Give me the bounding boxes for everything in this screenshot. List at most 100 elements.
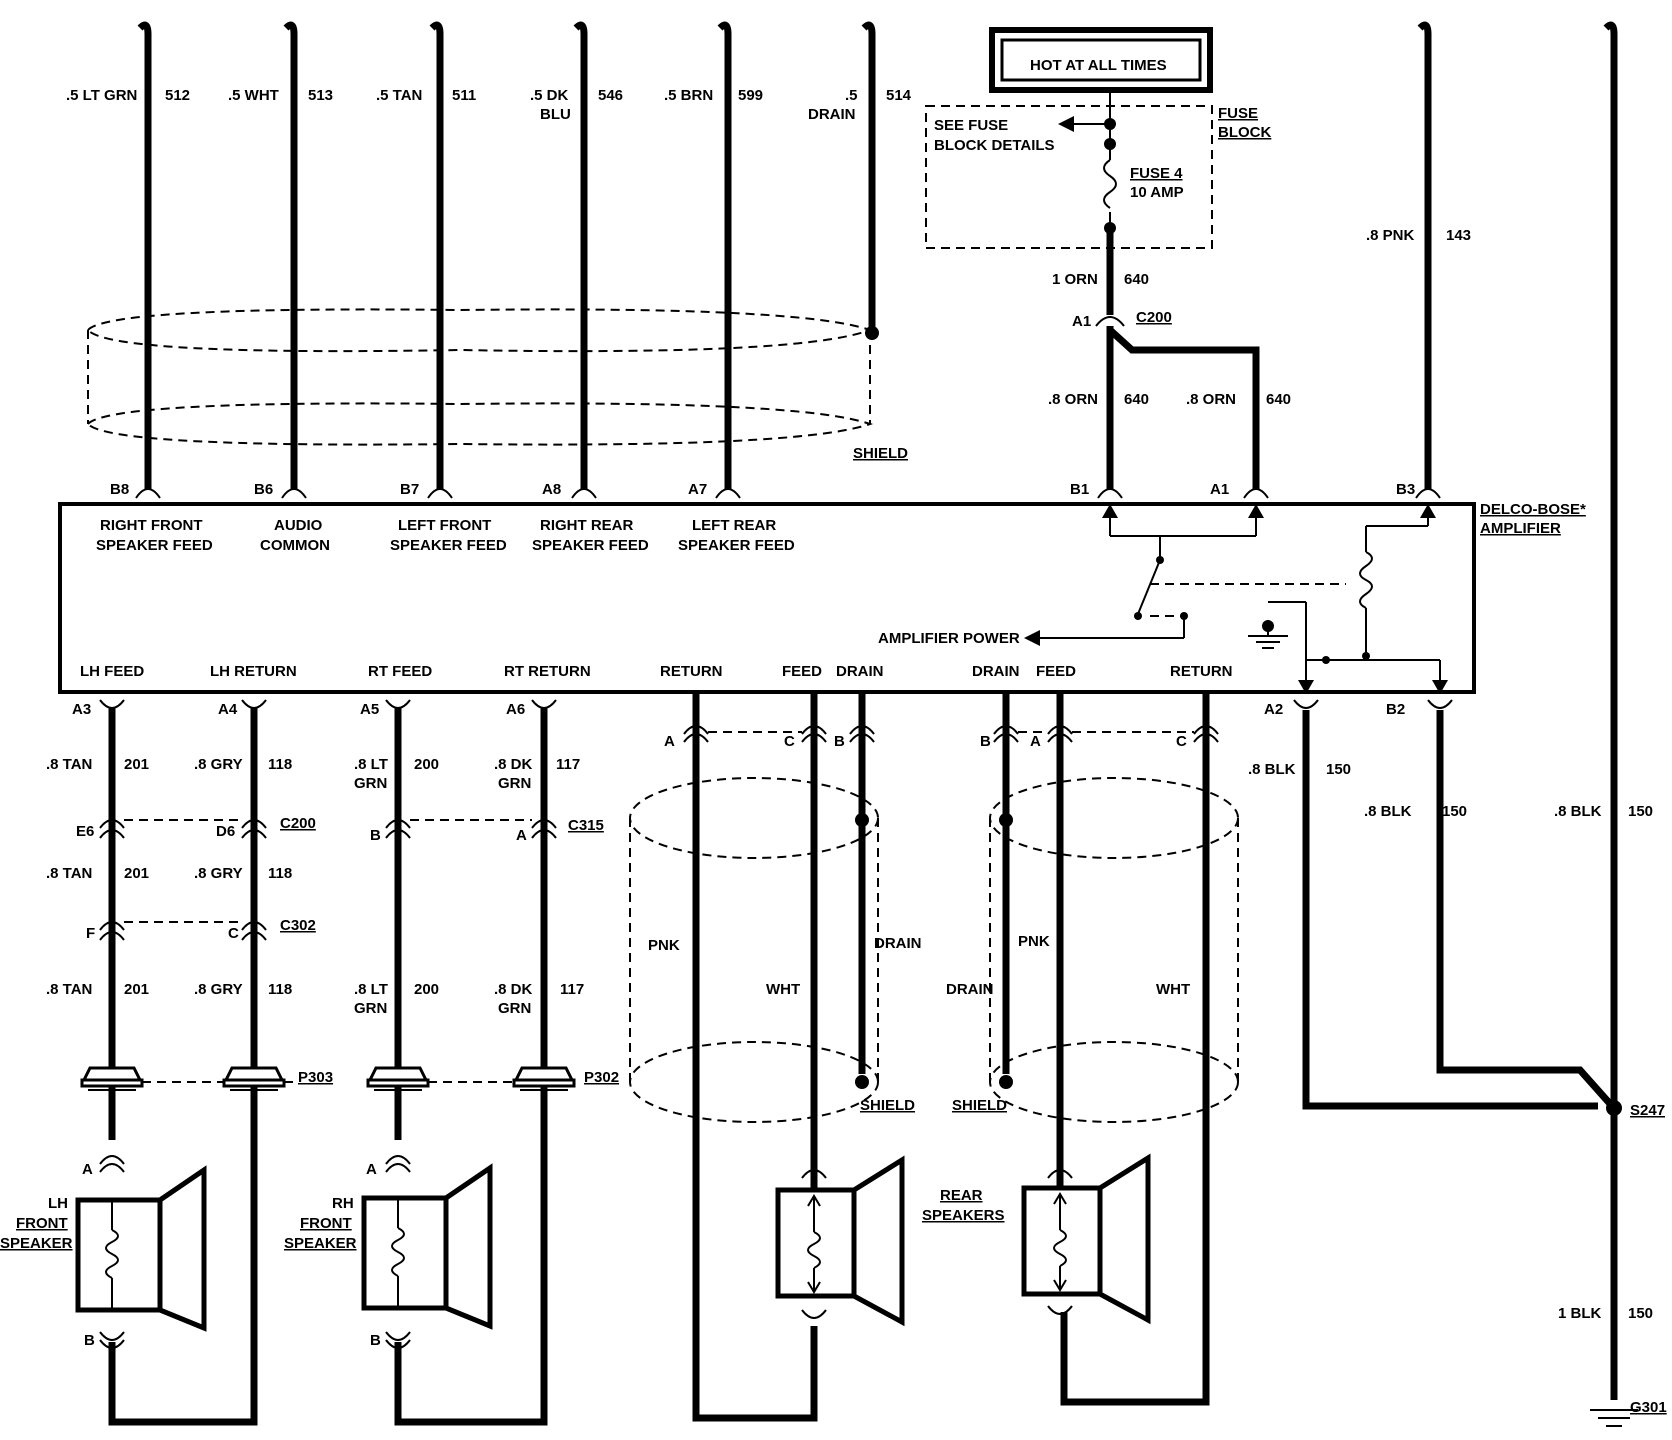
wire-color-label: DRAIN <box>946 981 994 998</box>
amp-label: LH RETURN <box>210 663 297 680</box>
wire-gauge-color: .8 DK <box>494 756 533 773</box>
fuse-see: SEE FUSE <box>934 117 1008 134</box>
amp-label: SPEAKER FEED <box>390 537 507 554</box>
wire-gauge-color: .8 GRY <box>194 756 243 773</box>
wire-circuit: 143 <box>1446 227 1471 244</box>
wire-circuit: 512 <box>165 87 190 104</box>
wire-circuit: 640 <box>1124 271 1149 288</box>
wire-gauge-color: GRN <box>354 775 387 792</box>
pin-label: A7 <box>688 481 707 498</box>
wire-gauge-color: .8 TAN <box>46 756 92 773</box>
plug-p302: P302 <box>366 1066 619 1091</box>
amp-label: COMMON <box>260 537 330 554</box>
pin-label: A <box>366 1161 377 1178</box>
pnk-wire-143: .8 PNK 143 B3 <box>1366 21 1471 499</box>
fuse-block: SEE FUSE BLOCK DETAILS FUSE BLOCK FUSE 4… <box>925 90 1271 249</box>
amp-label: RT RETURN <box>504 663 591 680</box>
wire-circuit: 150 <box>1442 803 1467 820</box>
pin-label: B <box>370 1332 381 1349</box>
top-wire-599: .5 BRN 599 <box>664 21 763 490</box>
rh-front-speaker: A B RH FRONT SPEAKER <box>284 1155 493 1349</box>
wire-circuit: 150 <box>1628 803 1653 820</box>
wire-gauge-color: GRN <box>498 1000 531 1017</box>
pin-label: E6 <box>76 823 94 840</box>
power-wires: 1 ORN 640 A1 C200 .8 ORN 640 .8 ORN 640 … <box>1048 228 1291 499</box>
plug-p303: P303 <box>80 1066 333 1091</box>
amplifier-box: DELCO-BOSE* AMPLIFIER RIGHT FRONT SPEAKE… <box>58 501 1586 694</box>
wire-circuit: 201 <box>124 981 149 998</box>
connector-label: P303 <box>298 1069 333 1086</box>
wire-gauge-color: .5 WHT <box>228 87 279 104</box>
amp-label: DRAIN <box>836 663 884 680</box>
wire-circuit: 117 <box>560 981 584 998</box>
amp-label: SPEAKER FEED <box>96 537 213 554</box>
connector-label: P302 <box>584 1069 619 1086</box>
wire-circuit: 150 <box>1628 1305 1653 1322</box>
pin-label: B <box>370 827 381 844</box>
rt-return-wire: A6 .8 DK GRN 117 A C315 .8 DK GRN 117 <box>394 699 604 1426</box>
splice-label: S247 <box>1630 1102 1665 1119</box>
wire-gauge-color: .8 BLK <box>1554 803 1602 820</box>
rear-shield-right <box>989 777 1239 1123</box>
wire-gauge-color: 1 ORN <box>1052 271 1098 288</box>
wire-circuit: 150 <box>1326 761 1351 778</box>
wire-gauge-color: .8 LT <box>354 981 388 998</box>
wire-circuit: 599 <box>738 87 763 104</box>
fuse-rating: 10 AMP <box>1130 184 1184 201</box>
pin-label: A8 <box>542 481 561 498</box>
wire-color-label: DRAIN <box>874 935 922 952</box>
wire-gauge-color: .8 ORN <box>1186 391 1236 408</box>
connector-label: C315 <box>568 817 604 834</box>
amp-label: RT FEED <box>368 663 432 680</box>
wire-circuit: 640 <box>1266 391 1291 408</box>
hot-at-all-times-box: HOT AT ALL TIMES <box>989 27 1213 93</box>
pin-label: A <box>1030 733 1041 750</box>
wire-circuit: 511 <box>452 87 476 104</box>
ground-label: G301 <box>1630 1399 1667 1416</box>
wire-circuit: 201 <box>124 865 149 882</box>
rear-speaker-right <box>1021 1153 1151 1325</box>
fuse-block-title: FUSE <box>1218 105 1258 122</box>
wire-gauge-color: 1 BLK <box>1558 1305 1602 1322</box>
wire-gauge-color: .5 BRN <box>664 87 713 104</box>
speaker-label: FRONT <box>300 1215 352 1232</box>
rear-shield-left <box>629 777 879 1123</box>
pin-label: C <box>1176 733 1187 750</box>
shield-label: SHIELD <box>860 1097 915 1114</box>
pin-label: C <box>784 733 795 750</box>
pin-label: B3 <box>1396 481 1415 498</box>
wire-circuit: 118 <box>268 756 292 773</box>
pin-label: A <box>82 1161 93 1178</box>
pin-label: A5 <box>360 701 379 718</box>
wire-gauge: .5 <box>845 87 858 104</box>
wire-circuit: 117 <box>556 756 580 773</box>
pin-label: B7 <box>400 481 419 498</box>
top-shield: SHIELD <box>86 308 908 462</box>
speaker-label: SPEAKER <box>284 1235 357 1252</box>
rear-speakers-label: REAR <box>940 1187 983 1204</box>
wire-gauge-color: GRN <box>498 775 531 792</box>
speaker-label: LH <box>48 1195 68 1212</box>
amp-label: RIGHT FRONT <box>100 517 203 534</box>
top-wire-511: .5 TAN 511 <box>376 21 476 490</box>
arrow-left-icon <box>1058 116 1074 132</box>
wire-name: DRAIN <box>808 106 856 123</box>
connector-label: C200 <box>1136 309 1172 326</box>
pin-label: A <box>516 827 527 844</box>
pin-label: B <box>980 733 991 750</box>
rear-speaker-left <box>775 1155 905 1327</box>
pin-label: A4 <box>218 701 238 718</box>
top-pins: B8 B6 B7 A8 A7 <box>110 481 741 499</box>
wire-gauge-color: .8 PNK <box>1366 227 1415 244</box>
wire-gauge-color: .5 TAN <box>376 87 422 104</box>
wire-circuit: 118 <box>268 865 292 882</box>
fuse-details: BLOCK DETAILS <box>934 137 1055 154</box>
pin-label: A <box>664 733 675 750</box>
pin-label: A1 <box>1072 313 1091 330</box>
fuse-block-title: BLOCK <box>1218 124 1271 141</box>
pin-label: C <box>228 925 239 942</box>
wire-gauge-color: .8 GRY <box>194 865 243 882</box>
rt-feed-wire: A5 .8 LT GRN 200 B .8 LT GRN 200 <box>354 699 439 1140</box>
arrow-down-icon <box>1298 680 1314 694</box>
